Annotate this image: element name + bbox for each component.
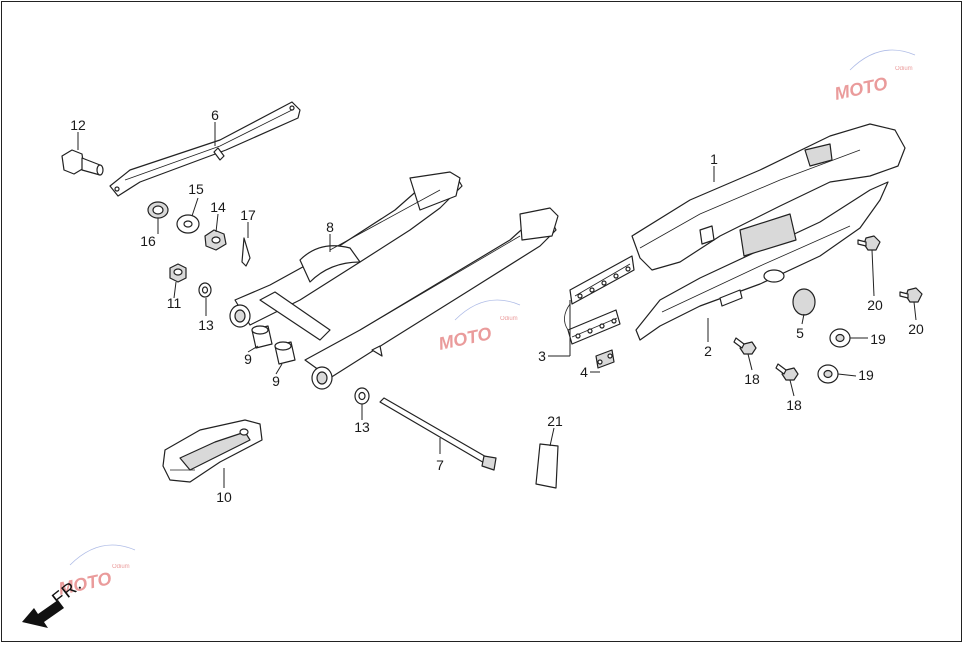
part-17-cotter-pin-drawing (241, 237, 251, 267)
part-12-bolt-drawing (61, 149, 104, 176)
callout-7: 7 (436, 457, 444, 473)
callout-13a: 13 (198, 317, 214, 333)
part-4-master-link-drawing (595, 349, 615, 369)
callout-labels: 1 2 3 4 5 6 7 8 9 9 10 11 12 13 13 14 15… (70, 107, 924, 505)
part-14-nut-drawing (204, 229, 227, 251)
callout-17: 17 (240, 207, 256, 223)
callout-13b: 13 (354, 419, 370, 435)
part-21-label-drawing (535, 443, 559, 489)
callout-11: 11 (167, 295, 182, 311)
callout-19b: 19 (858, 367, 874, 383)
watermark-subtext: Odium (500, 316, 518, 322)
callout-21: 21 (547, 413, 563, 429)
part-20a-bolt-drawing (857, 235, 881, 251)
callout-9b: 9 (272, 373, 280, 389)
callout-15: 15 (188, 181, 204, 197)
callout-12: 12 (70, 117, 86, 133)
part-9b-bushing-drawing (274, 341, 296, 365)
callout-1: 1 (710, 151, 718, 167)
callout-4: 4 (580, 364, 588, 380)
part-20b-bolt-drawing (899, 287, 923, 303)
part-9a-bushing-drawing (251, 325, 273, 349)
part-19b-washer-drawing (817, 364, 839, 384)
part-15-washer-drawing (176, 214, 200, 234)
part-2-chain-case-lower-drawing (635, 181, 889, 341)
callout-19a: 19 (870, 331, 886, 347)
callout-18b: 18 (786, 397, 802, 413)
part-13a-washer-drawing (198, 282, 212, 298)
part-13b-washer-drawing (354, 387, 370, 405)
part-18b-bolt-drawing (775, 363, 799, 381)
watermark-subtext: Odium (895, 66, 913, 72)
leader-lines (77, 122, 917, 488)
callout-9a: 9 (244, 351, 252, 367)
callout-10: 10 (216, 489, 232, 505)
callout-16: 16 (140, 233, 156, 249)
callout-20a: 20 (867, 297, 883, 313)
part-7-axle-rod-drawing (379, 397, 497, 471)
callout-3: 3 (538, 348, 546, 364)
part-18a-bolt-drawing (733, 337, 757, 355)
part-3-chain-drawing (564, 255, 635, 345)
part-11-nut-drawing (169, 263, 187, 283)
part-10-chain-slider-drawing (162, 419, 263, 483)
callout-8: 8 (326, 219, 334, 235)
callout-14: 14 (210, 199, 226, 215)
callout-5: 5 (796, 325, 804, 341)
part-8-swing-arm-drawing (229, 171, 559, 390)
watermark-subtext: Odium (112, 564, 130, 570)
front-arrow-icon (22, 600, 64, 628)
callout-18a: 18 (744, 371, 760, 387)
callout-6: 6 (211, 107, 219, 123)
part-6-chain-guide-drawing (109, 101, 301, 197)
part-1-chain-case-upper-drawing (631, 123, 906, 271)
callout-20b: 20 (908, 321, 924, 337)
callout-2: 2 (704, 343, 712, 359)
